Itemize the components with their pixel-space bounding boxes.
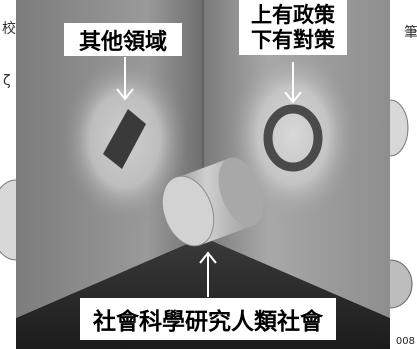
label-social-science-text: 社會科學研究人類社會 <box>93 309 323 335</box>
cylinder-back-face <box>218 157 264 227</box>
arrow-down-icon <box>284 62 302 104</box>
label-policy-line2: 下有對策 <box>251 27 335 52</box>
cylinder-front-face <box>161 175 215 247</box>
diamond-shadow-shape <box>103 109 146 169</box>
arrow-up-icon <box>199 251 217 297</box>
right-light-glow <box>229 47 357 223</box>
background-circle-left <box>0 179 17 261</box>
background-circle-right-lower <box>389 259 413 309</box>
background-text-left-mid: ζ <box>3 73 11 89</box>
label-other-fields-text: 其他領域 <box>78 29 167 55</box>
background-text-left: 校 <box>2 21 16 37</box>
background-circle-right <box>389 99 409 157</box>
arrow-down-icon <box>116 57 134 101</box>
label-policy-countermeasure: 上有政策 下有對策 <box>239 0 347 55</box>
label-policy-line1: 上有政策 <box>251 2 335 27</box>
background-text-right: 筆 <box>404 25 417 41</box>
label-social-science: 社會科學研究人類社會 <box>80 298 336 340</box>
label-other-fields: 其他領域 <box>64 23 182 56</box>
image-credit: 008 <box>395 336 415 347</box>
ring-shadow-shape <box>263 104 323 172</box>
